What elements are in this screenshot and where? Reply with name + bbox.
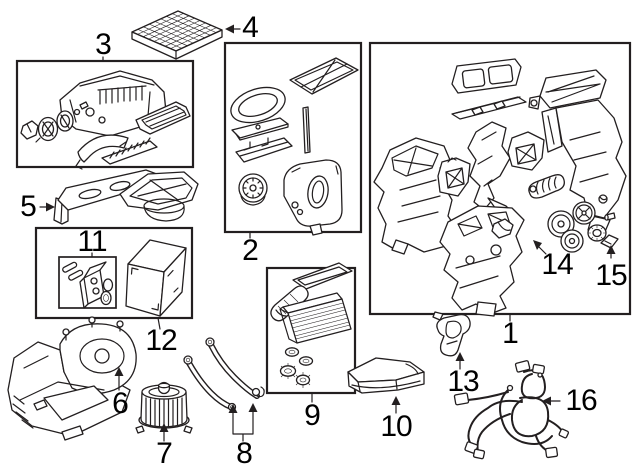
part-3-upper-case-parts-drawing — [20, 70, 191, 170]
part-7-blower-motor-drawing — [135, 381, 193, 434]
callout-10[interactable]: 10 — [380, 410, 412, 443]
callout-1[interactable]: 1 — [502, 317, 519, 350]
callout-4[interactable]: 4 — [242, 11, 259, 44]
callout-leader-lines — [39, 24, 616, 442]
part-8-heater-pipes-drawing — [183, 337, 265, 412]
callout-9[interactable]: 9 — [304, 399, 321, 432]
part-16-wiring-harness-drawing — [453, 360, 570, 460]
callout-11[interactable]: 11 — [77, 225, 107, 258]
callout-2[interactable]: 2 — [242, 234, 259, 267]
part-11-expansion-valve-drawing — [62, 261, 114, 309]
part-6-blower-lower-case-drawing — [7, 316, 137, 441]
part-10-air-outlet-duct-drawing — [347, 357, 425, 394]
callout-3[interactable]: 3 — [95, 28, 112, 61]
callout-8[interactable]: 8 — [236, 437, 253, 470]
callout-5[interactable]: 5 — [20, 190, 37, 223]
part-13-drain-boot-drawing — [432, 311, 471, 357]
part-4-cabin-air-filter-drawing — [131, 10, 223, 60]
callout-13[interactable]: 13 — [447, 365, 479, 398]
callout-15[interactable]: 15 — [595, 259, 627, 292]
callout-14[interactable]: 14 — [541, 248, 573, 281]
part-2-case-components-drawing — [230, 57, 359, 236]
callout-6[interactable]: 6 — [112, 387, 129, 420]
part-9-heater-core-kit-drawing — [270, 262, 353, 388]
callout-7[interactable]: 7 — [156, 437, 173, 470]
part-5-air-inlet-duct-drawing — [53, 169, 199, 225]
callout-16[interactable]: 16 — [565, 384, 597, 417]
part-12-evaporator-core-drawing — [125, 239, 187, 317]
part-1-evaporator-heater-case-drawing — [373, 58, 627, 317]
callout-12[interactable]: 12 — [145, 324, 177, 357]
